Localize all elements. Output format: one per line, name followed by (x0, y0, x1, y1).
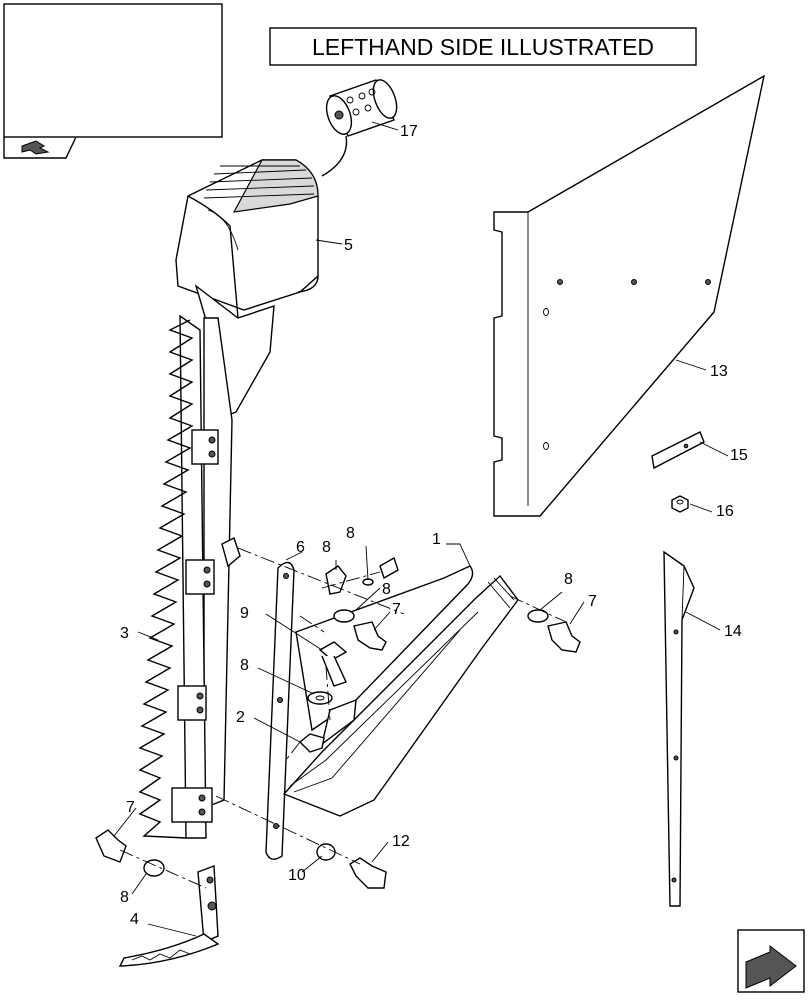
callout-15: 15 (730, 447, 748, 464)
assembly-centerlines (119, 547, 567, 889)
part-17-sensor (321, 79, 398, 177)
leader-lines (113, 121, 729, 937)
part-2-nut (298, 733, 325, 753)
svg-text:LEFTHAND SIDE ILLUSTRATED: LEFTHAND SIDE ILLUSTRATED (312, 34, 654, 60)
callout-9: 9 (240, 605, 249, 622)
washer (307, 691, 333, 705)
callout-7-b: 7 (588, 593, 597, 610)
hardware-group (95, 556, 581, 889)
callout-10: 8 (346, 525, 355, 542)
callout-14: 14 (724, 623, 742, 640)
callout-5: 5 (344, 237, 353, 254)
callout-6: 6 (296, 539, 305, 556)
callout-8-e: 10 (288, 867, 306, 884)
callout-11: 8 (322, 539, 331, 556)
callout-2: 2 (236, 709, 245, 726)
callout-labels: 17 5 1 6 8 8 8 8 8 8 7 8 8 8 8 8 8 8 8 8… (296, 123, 441, 556)
callout-7-c: 7 (126, 799, 135, 816)
part-10-bolt (379, 556, 399, 580)
part-1-divider-bracket (282, 565, 519, 817)
callout-3: 3 (120, 625, 129, 642)
part-14-angle-strip (663, 550, 695, 907)
part-6-strap (265, 561, 295, 860)
part-5-drive-housing (175, 159, 319, 417)
reference-thumbnail-icon[interactable] (3, 3, 223, 159)
callout-16: 16 (716, 503, 734, 520)
part-12-bolt (349, 857, 387, 889)
knife-teeth (138, 319, 194, 839)
part-7-bolt-a (353, 621, 387, 651)
callout-12: 12 (392, 833, 410, 850)
callout-13: 13 (710, 363, 728, 380)
part-4-skid-shoe (118, 865, 220, 967)
callout-4: 4 (130, 911, 139, 928)
callout-8-b: 8 (240, 657, 249, 674)
part-7-bolt-b (547, 621, 581, 653)
part-9-bolt (318, 641, 348, 687)
page-title: LEFTHAND SIDE ILLUSTRATED (269, 27, 697, 66)
callout-8-c: 8 (564, 571, 573, 588)
callout-8-a-visible: 8 (382, 581, 391, 598)
callout-1: 1 (432, 531, 441, 548)
part-7-bolt-c (95, 829, 127, 863)
part-3-cutterbar (138, 314, 241, 839)
part-15-plate (651, 431, 705, 470)
callout-17: 17 (400, 123, 418, 140)
next-page-arrow-icon[interactable] (737, 929, 805, 993)
part-16-nut (671, 495, 689, 513)
part-13-side-panel (493, 74, 766, 517)
callouts-visible: 8 8 7 9 8 2 3 8 7 7 8 4 12 10 13 15 16 1… (120, 363, 748, 928)
callout-8-d: 8 (120, 889, 129, 906)
callout-7-a: 7 (392, 601, 401, 618)
